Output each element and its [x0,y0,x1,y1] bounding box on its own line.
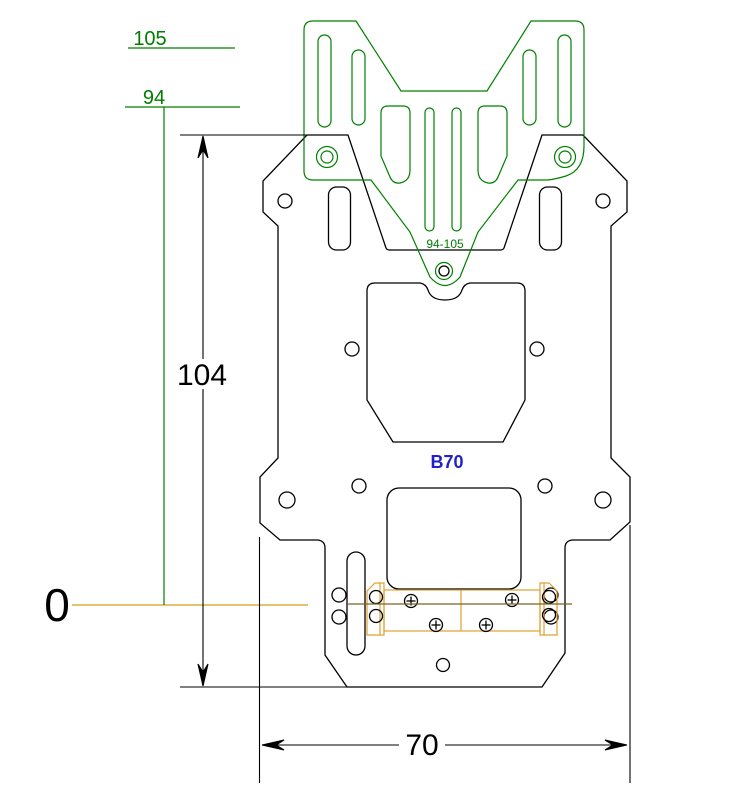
level-105-label: 105 [133,28,166,50]
dim-104-label: 104 [177,359,227,392]
tab-hole [438,265,450,277]
plate-holes [277,193,612,673]
dim-70-text-mask [399,728,445,759]
plate-slot-upper-right [538,186,563,251]
bracket-slot [557,34,572,128]
plate-outline [259,134,631,688]
clamp-bar [383,589,541,632]
bracket-wing-slot-left [380,105,411,184]
plate-center-cutout [366,282,526,443]
arrow-down [197,663,209,687]
dim-70-label: 70 [405,729,438,762]
clamp-screws [403,592,520,633]
bracket-slot [522,49,537,126]
arrow-up [197,135,209,159]
arrow-right [604,739,628,751]
vesa-bracket [303,20,585,287]
plate-lower-cutout [386,487,522,590]
green-level-lines [125,47,240,605]
bracket-wing-slot-right [477,105,508,184]
level-94-label: 94 [143,87,165,109]
bracket-ear-rings [315,145,577,281]
bracket-slot [317,34,332,128]
clamp-assembly [366,582,558,636]
bracket-slot-center [451,107,462,232]
clamp-hardware [368,589,557,633]
arrow-left [261,739,285,751]
range-94-105-label: 94-105 [426,237,464,251]
origin-zero-label: 0 [44,579,70,631]
dimension-104 [180,134,347,688]
bracket-slot-center [424,107,435,232]
main-plate [259,134,631,688]
part-b70-label: B70 [430,452,463,472]
plate-slot-upper-left [327,186,352,251]
bracket-outline [303,20,585,287]
bracket-slot [351,49,366,126]
dim-104-text-mask [180,359,225,389]
